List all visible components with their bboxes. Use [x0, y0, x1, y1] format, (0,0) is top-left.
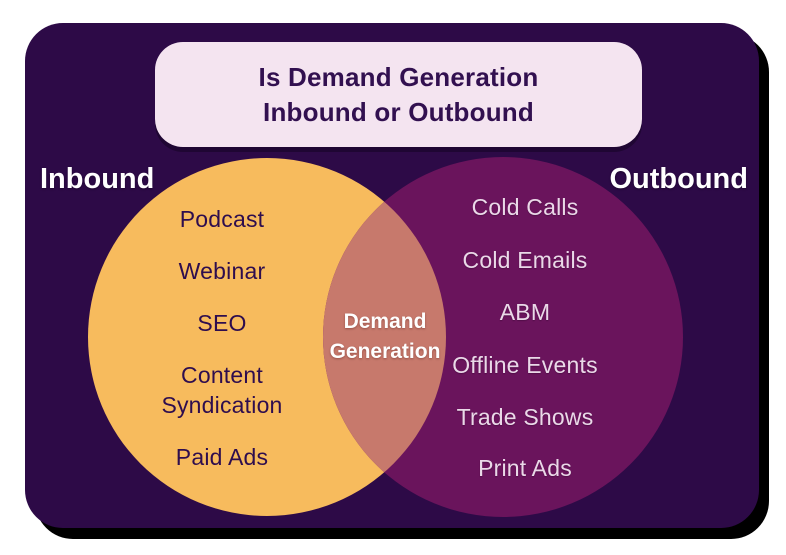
overlap-lens — [323, 158, 446, 516]
venn-left-item-content-syndication: Content Syndication — [161, 362, 283, 418]
venn-left-item-podcast: Podcast — [179, 206, 265, 232]
venn-left-item-webinar: Webinar — [178, 258, 266, 284]
venn-left-item-seo: SEO — [197, 310, 247, 336]
venn-right-item-trade-shows: Trade Shows — [456, 404, 594, 430]
overlap-label: Demand Generation — [329, 310, 441, 363]
title-line-2: Inbound or Outbound — [263, 96, 534, 127]
title-banner: Is Demand Generation Inbound or Outbound — [155, 42, 642, 147]
venn-right-item-offline-events: Offline Events — [452, 352, 598, 378]
venn-right-item-cold-emails: Cold Emails — [462, 247, 588, 273]
title-line-1: Is Demand Generation — [258, 61, 539, 92]
outbound-label: Outbound — [609, 163, 748, 195]
inbound-label: Inbound — [40, 163, 155, 195]
venn-right-item-abm: ABM — [499, 299, 551, 325]
venn-right-item-print-ads: Print Ads — [478, 455, 572, 481]
venn-right-item-cold-calls: Cold Calls — [471, 194, 579, 220]
venn-left-item-paid-ads: Paid Ads — [175, 444, 269, 470]
